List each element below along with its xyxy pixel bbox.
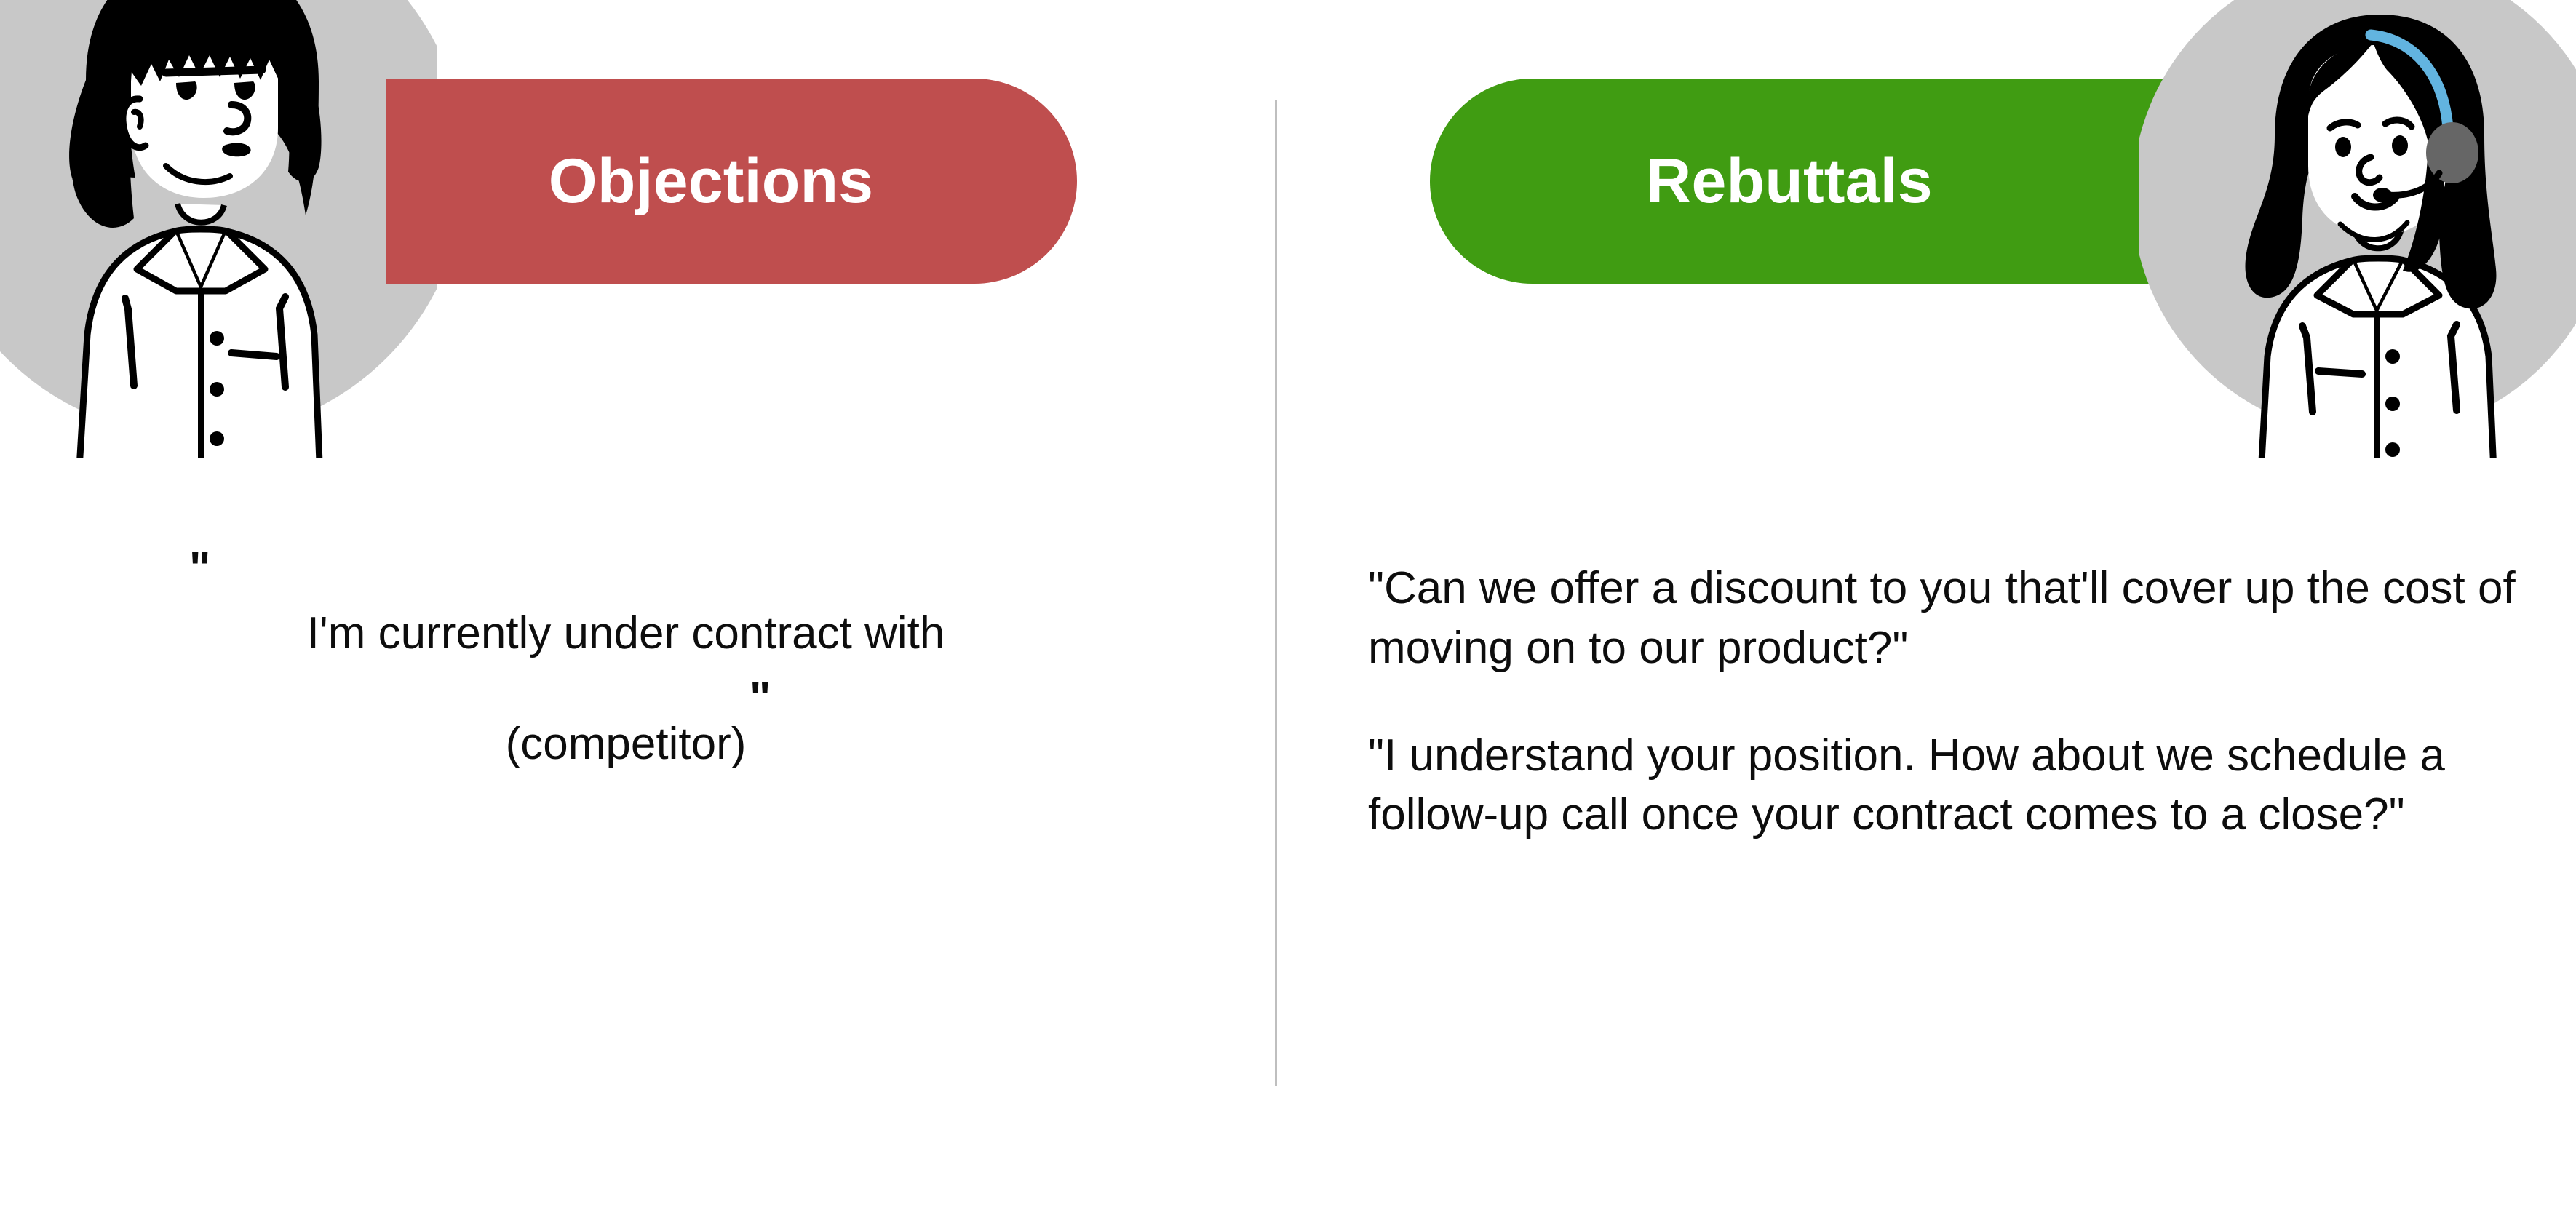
objection-quote-line-2: (competitor) — [505, 718, 747, 769]
objection-quote-text: I'm currently under contract with (compe… — [87, 599, 1164, 779]
rebuttals-list: "Can we offer a discount to you that'll … — [1368, 559, 2518, 845]
objection-close-quote-mark: " — [749, 672, 771, 723]
objection-quote-block: " I'm currently under contract with (com… — [87, 543, 1164, 779]
objection-quote-line-1: I'm currently under contract with — [306, 607, 945, 658]
customer-avatar — [0, 0, 437, 458]
rebuttals-pill-label: Rebuttals — [1646, 146, 1933, 216]
objection-quote-line-2-wrap: (competitor) " — [505, 675, 771, 779]
sales-rep-avatar — [2139, 0, 2576, 458]
headset-band-icon — [2365, 29, 2454, 134]
sales-rep-figure — [2245, 15, 2497, 458]
rebuttals-pill[interactable]: Rebuttals — [1430, 79, 2187, 284]
headset-mic-icon — [2383, 170, 2443, 199]
rebuttal-item: "I understand your position. How about w… — [1368, 730, 2445, 840]
rebuttal-item: "Can we offer a discount to you that'll … — [1368, 563, 2516, 673]
column-divider — [1275, 100, 1277, 1086]
headset-earcup-icon — [2426, 122, 2478, 183]
objection-open-quote-mark: " — [189, 543, 211, 594]
objections-pill[interactable]: Objections — [386, 79, 1077, 284]
objections-pill-label: Objections — [548, 146, 874, 216]
customer-figure — [69, 0, 323, 458]
